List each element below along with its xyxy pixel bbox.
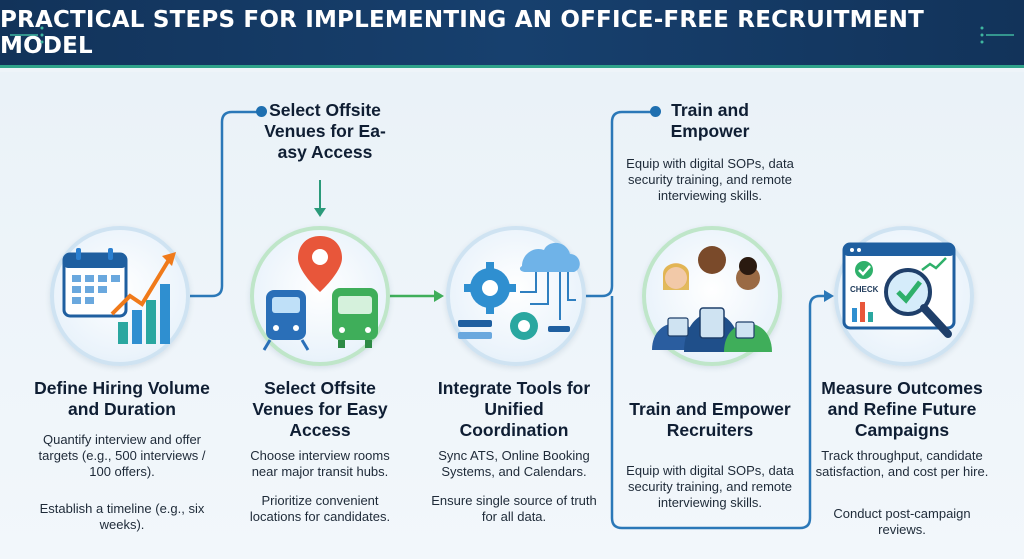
step-3-title: Integrate Tools for Unified Coordination <box>437 378 591 440</box>
step-1-circle <box>50 226 190 366</box>
step-2-note: Prioritize convenient locations for cand… <box>249 493 391 524</box>
header-banner: PRACTICAL STEPS FOR IMPLEMENTING AN OFFI… <box>0 0 1024 68</box>
step-2-title: Select Offsite Venues for Easy Access <box>252 378 388 440</box>
page-title: PRACTICAL STEPS FOR IMPLEMENTING AN OFFI… <box>0 6 924 59</box>
calendar-growth-icon <box>62 248 176 344</box>
integration-gears-cloud-icon <box>458 242 580 340</box>
step-4-desc: Equip with digital SOPs, data security t… <box>626 463 794 510</box>
decorative-dots-icon <box>980 26 1014 44</box>
step-3-desc: Sync ATS, Online Booking Systems, and Ca… <box>438 448 590 479</box>
callout-bullet <box>650 106 661 117</box>
step-2-circle <box>250 226 390 366</box>
train-callout-desc: Equip with digital SOPs, data security t… <box>626 156 794 203</box>
step-5-note: Conduct post-campaign reviews. <box>833 506 971 537</box>
analytics-magnifier-icon: CHECK <box>842 242 956 338</box>
step-5-circle: CHECK <box>834 226 974 366</box>
transit-location-icon <box>262 236 378 351</box>
venues-callout-title: Select Offsite Venues for Ea-asy Access <box>264 100 386 162</box>
step-5-title: Measure Outcomes and Refine Future Campa… <box>821 378 983 440</box>
step-3-circle <box>446 226 586 366</box>
step-1-title: Define Hiring Volume and Duration <box>34 378 210 419</box>
decorative-dots-icon <box>10 26 44 44</box>
step-1-desc: Quantify interview and offer targets (e.… <box>38 432 206 479</box>
recruiters-team-icon <box>652 246 772 352</box>
step-3-note: Ensure single source of truth for all da… <box>431 493 597 524</box>
train-callout-title: Train and Empower <box>670 100 750 141</box>
step-5-desc: Track throughput, candidate satisfaction… <box>815 448 989 479</box>
check-label: CHECK <box>850 285 879 294</box>
step-4-title: Train and Empower Recruiters <box>629 399 791 440</box>
step-4-circle <box>642 226 782 366</box>
callout-bullet <box>256 106 267 117</box>
step-1-note: Establish a timeline (e.g., six weeks). <box>39 501 205 532</box>
step-2-desc: Choose interview rooms near major transi… <box>250 448 390 479</box>
